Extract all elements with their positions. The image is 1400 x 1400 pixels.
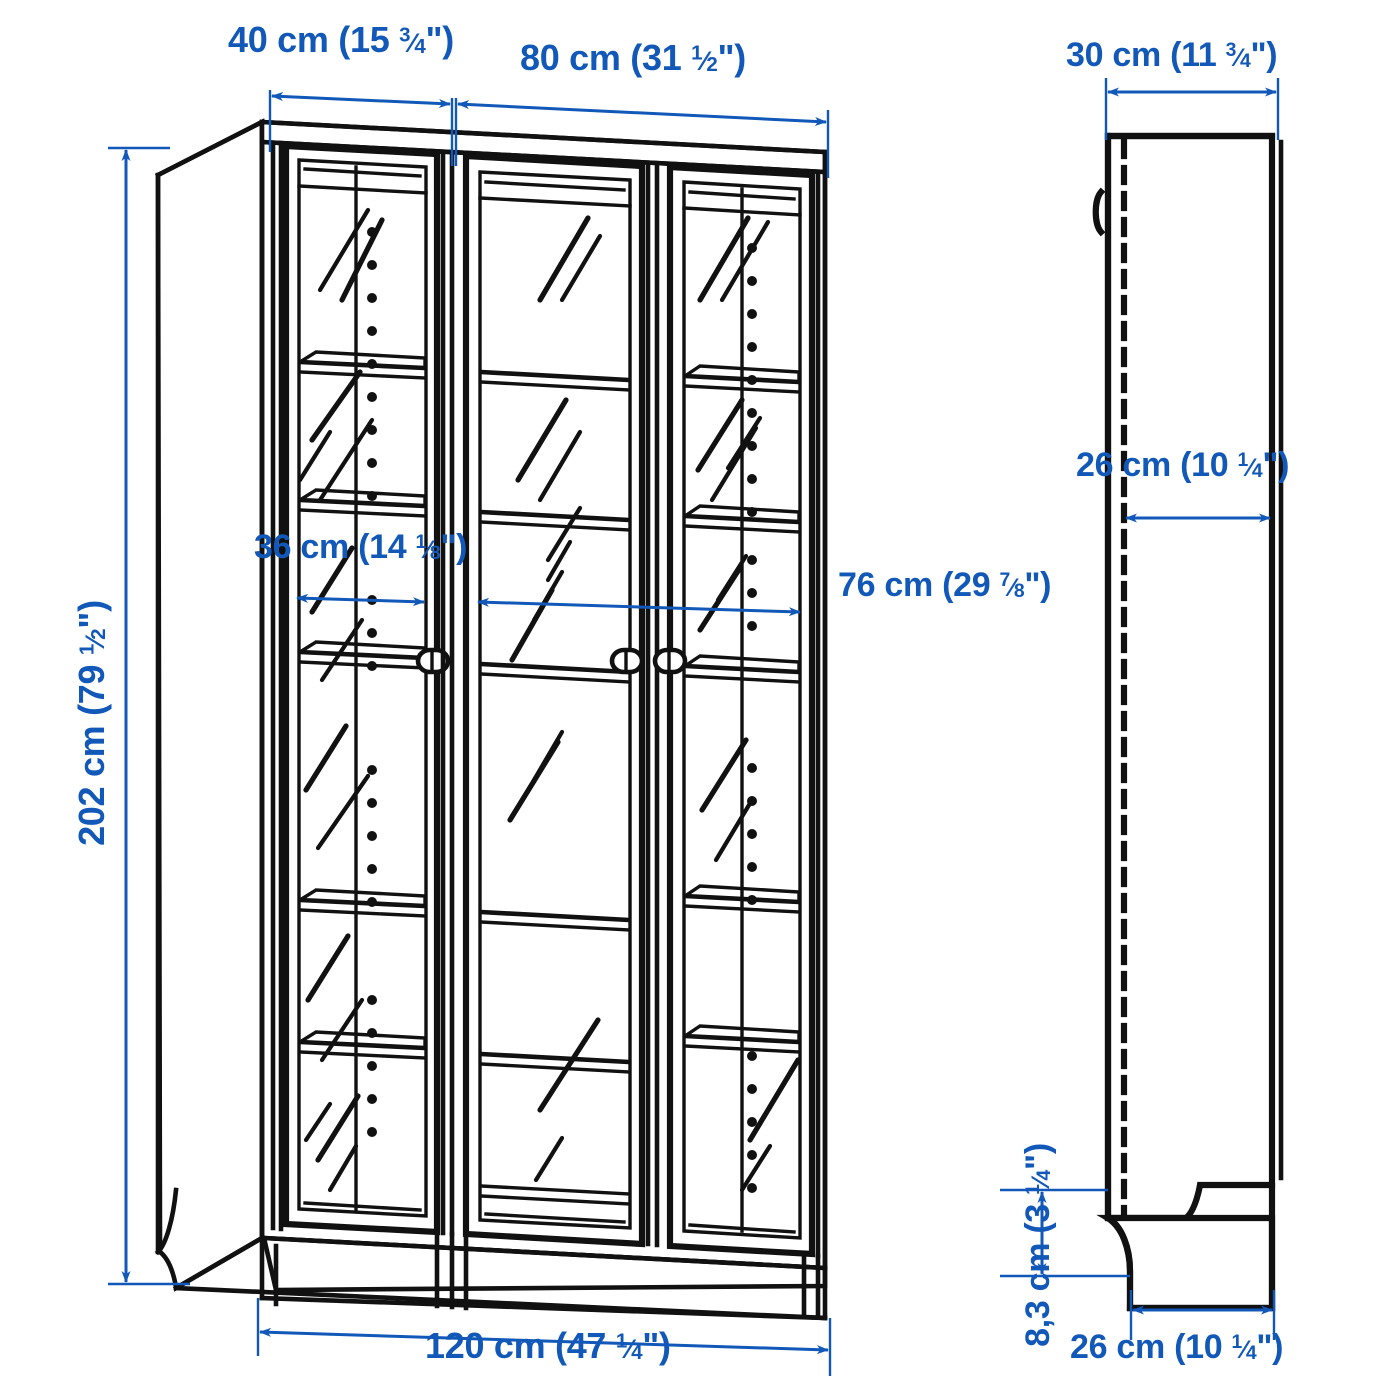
dim-80cm-arrow — [457, 100, 827, 126]
dim-40cm-arrow — [271, 91, 451, 109]
dim-label-26cm-lower: 26 cm (10 1⁄4") — [1070, 1328, 1284, 1366]
dim-label-40cm: 40 cm (15 3⁄4") — [228, 19, 454, 60]
dim-label-26cm-upper: 26 cm (10 1⁄4") — [1076, 446, 1290, 484]
dim-36cm-arrow — [296, 593, 425, 607]
side-view-profile — [1092, 132, 1284, 1312]
glass-reflection-right — [695, 215, 801, 1193]
dim-label-80cm: 80 cm (31 1⁄2") — [520, 37, 746, 78]
middle-bay-shelves — [478, 369, 632, 1206]
dim-label-76cm: 76 cm (29 7⁄8") — [838, 566, 1052, 604]
door-handle-middle-left[interactable] — [609, 647, 645, 675]
left-side-panel — [154, 118, 266, 1292]
dimension-lines — [108, 78, 1280, 1376]
side-plinth — [1096, 1182, 1276, 1312]
peg-holes-right — [747, 243, 757, 1193]
dim-120cm-arrow — [259, 1327, 829, 1355]
dim-label-202cm: 202 cm (79 1⁄2") — [70, 600, 112, 846]
door-handle-left[interactable] — [415, 647, 451, 675]
dim-label-120cm: 120 cm (47 1⁄4") — [425, 1325, 671, 1366]
door-left[interactable] — [270, 141, 451, 1236]
door-middle[interactable] — [440, 152, 646, 1248]
right-stile — [815, 169, 828, 1271]
dim-label-30cm: 30 cm (11 3⁄4") — [1066, 36, 1278, 74]
dim-label-36cm: 36 cm (14 1⁄8") — [254, 528, 468, 566]
dim-76cm-arrow — [477, 597, 801, 617]
plinth-base — [172, 1229, 828, 1321]
dim-label-83cm: 8,3 cm (3 1⁄4") — [1019, 1143, 1057, 1347]
front-view-bookcase — [154, 118, 828, 1321]
door-handle-middle-right[interactable] — [652, 647, 688, 675]
door-right[interactable] — [645, 163, 816, 1258]
